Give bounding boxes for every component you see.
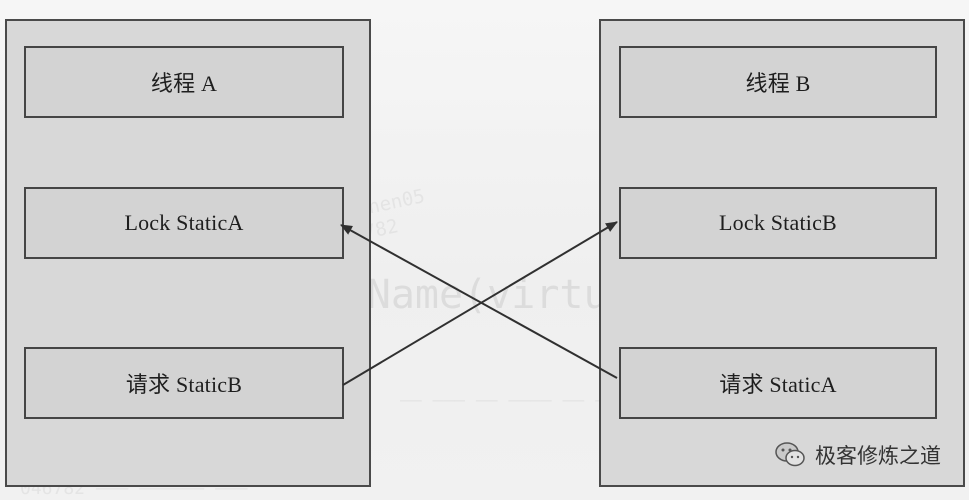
thread-a-lock-box: Lock StaticA (24, 187, 344, 259)
thread-a-request-box: 请求 StaticB (24, 347, 344, 419)
thread-b-title: 线程 B (745, 71, 811, 96)
thread-a-column: 线程 A Lock StaticA 请求 StaticB (5, 19, 371, 487)
thread-b-request-label: 请求 StaticA (719, 372, 837, 397)
watermark: 极客修炼之道 (775, 440, 941, 470)
arrow-a-requests-b (342, 221, 618, 386)
thread-a-title: 线程 A (150, 71, 218, 96)
thread-b-column: 线程 B Lock StaticB 请求 StaticA (599, 19, 965, 487)
watermark-text: 极客修炼之道 (815, 444, 941, 468)
thread-a-title-box: 线程 A (24, 46, 344, 118)
wechat-icon (775, 441, 805, 469)
thread-b-title-box: 线程 B (619, 46, 937, 118)
thread-b-request-box: 请求 StaticA (619, 347, 937, 419)
thread-b-lock-label: Lock StaticB (719, 210, 837, 235)
thread-a-request-label: 请求 StaticB (125, 372, 243, 397)
arrow-b-requests-a (340, 224, 618, 379)
thread-a-lock-label: Lock StaticA (124, 210, 244, 235)
thread-b-lock-box: Lock StaticB (619, 187, 937, 259)
